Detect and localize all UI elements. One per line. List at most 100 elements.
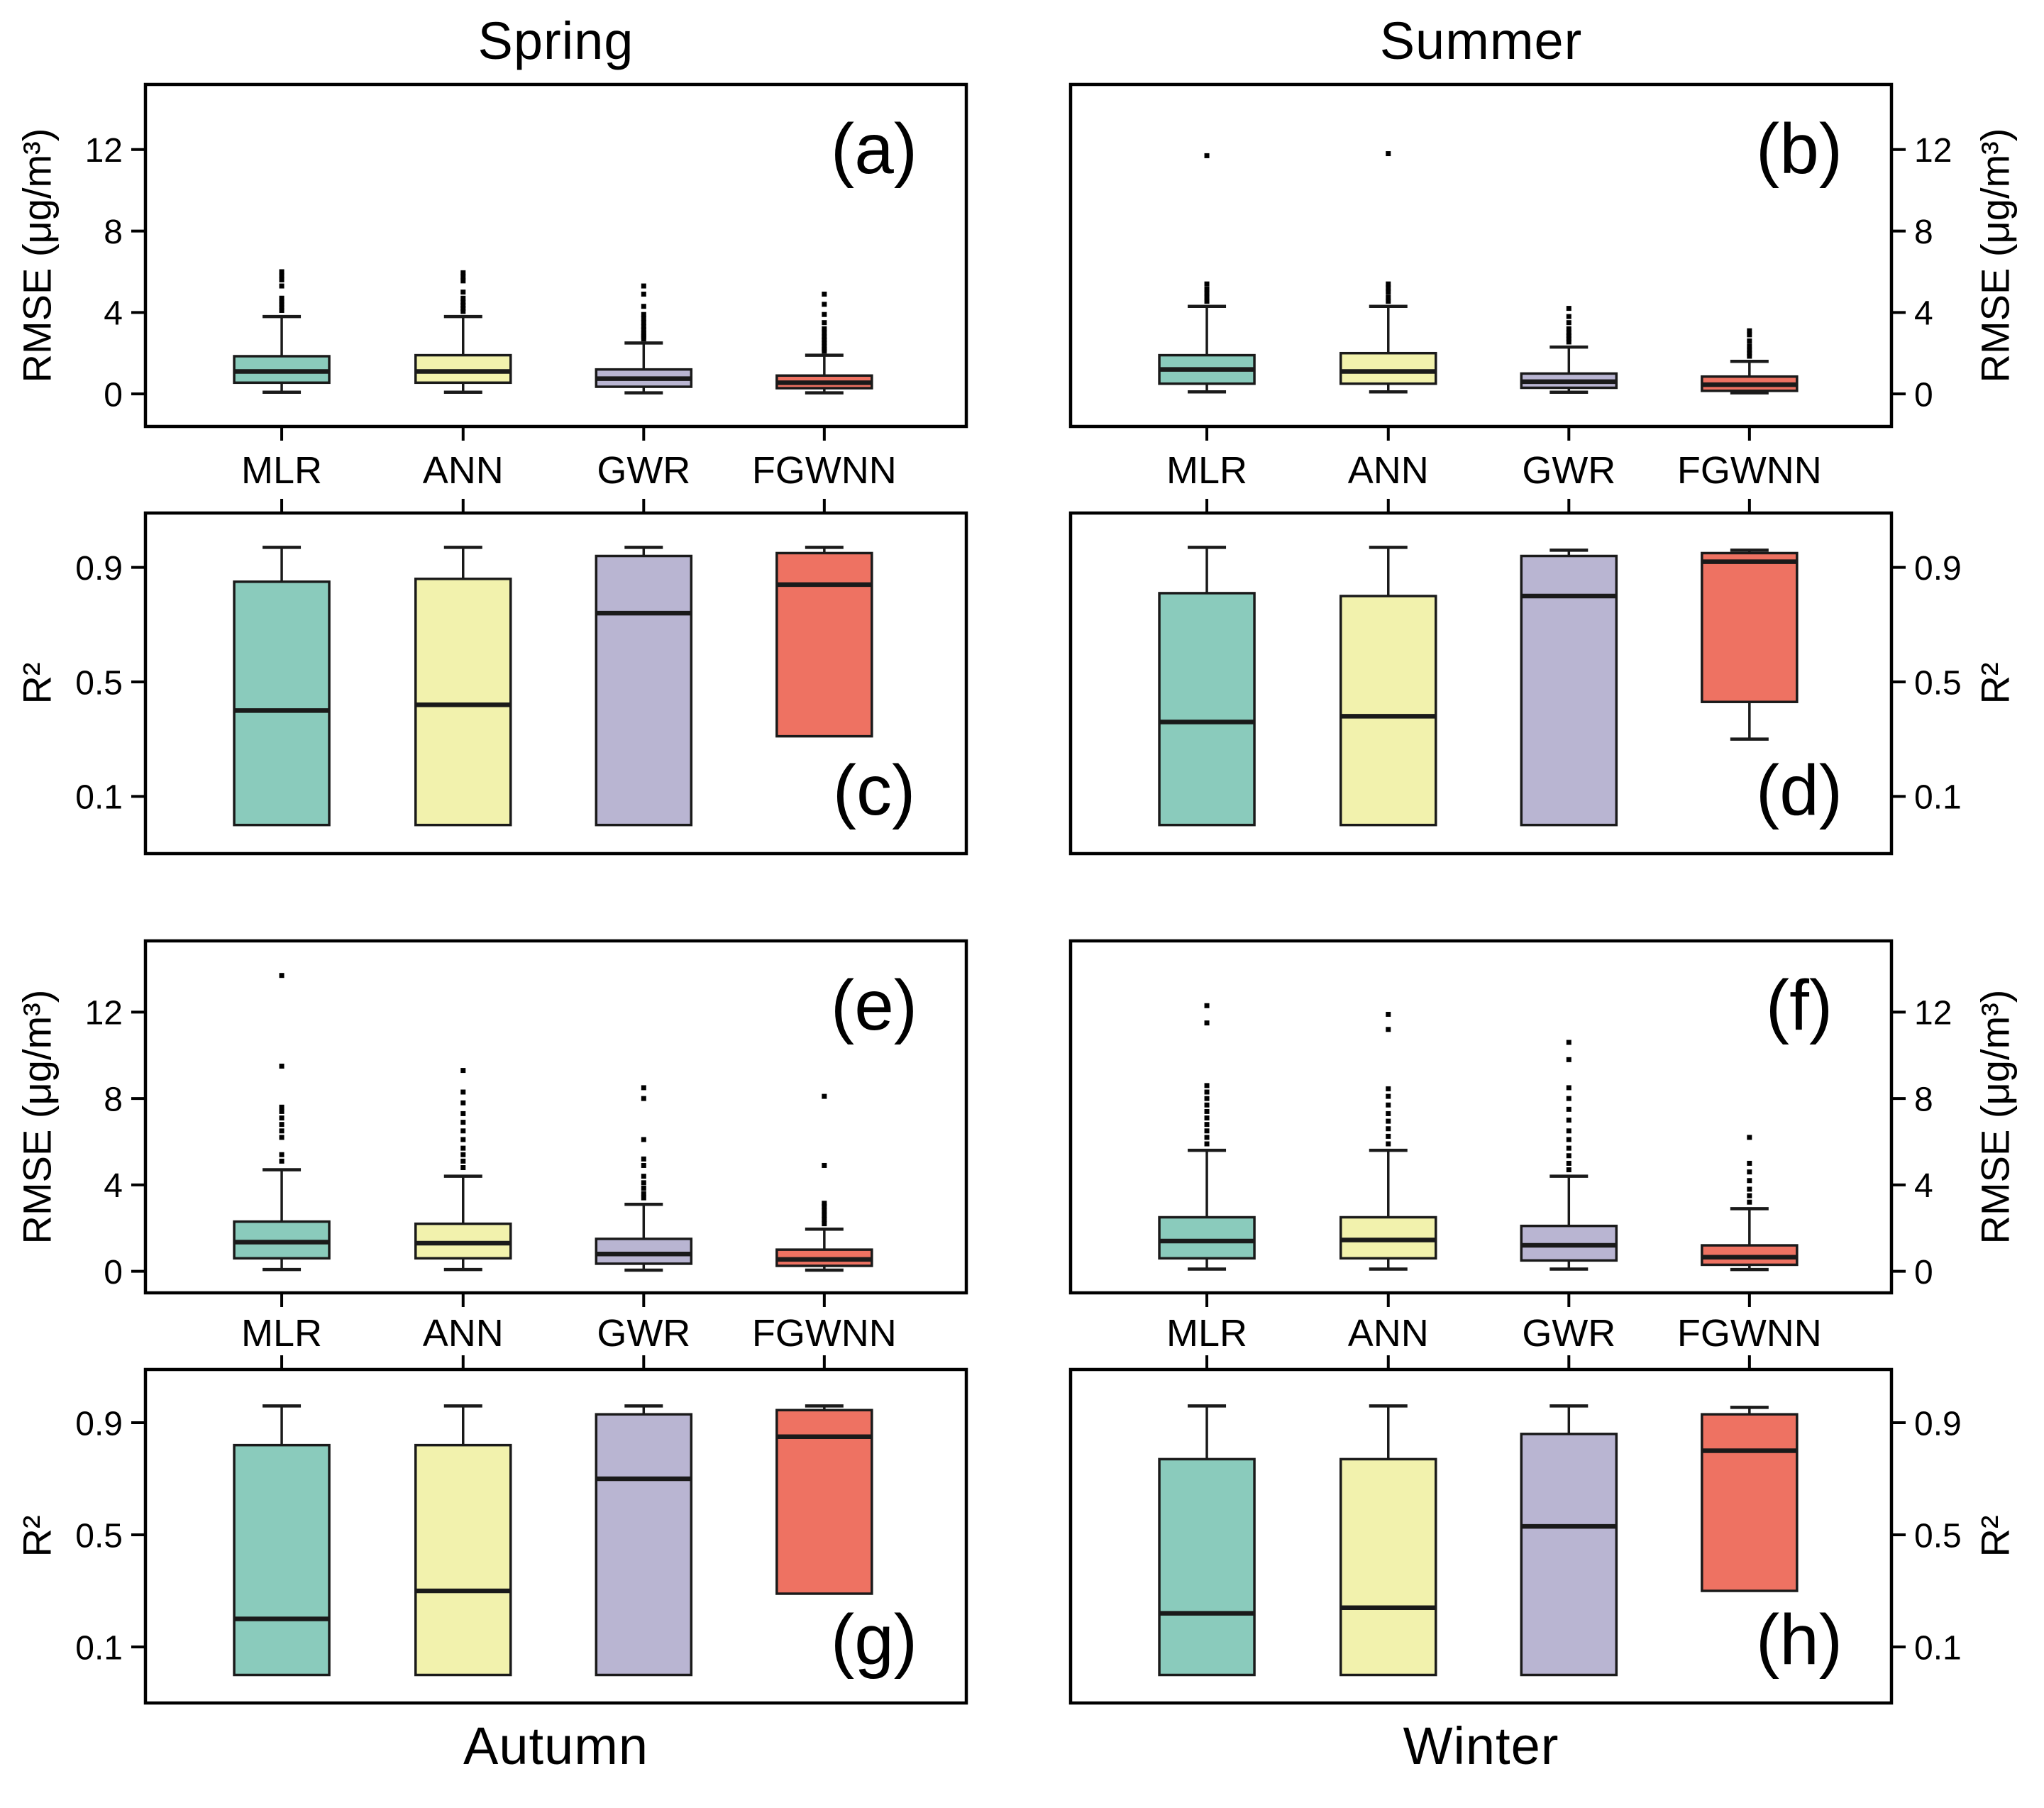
ytick-label-b-2: 8 — [1914, 214, 1933, 251]
outlier-a-FGWNN-6 — [822, 330, 827, 336]
outlier-a-FGWNN-9 — [822, 312, 827, 317]
outlier-f-MLR-8 — [1204, 1089, 1210, 1095]
box-g-GWR — [595, 1413, 693, 1677]
season-title-summer: Summer — [1379, 11, 1583, 70]
outlier-f-ANN-9 — [1386, 1011, 1391, 1017]
ytick-label-g-1: 0.5 — [75, 1517, 123, 1555]
outlier-a-GWR-10 — [641, 292, 646, 297]
outlier-f-ANN-0 — [1386, 1141, 1391, 1147]
outlier-f-GWR-11 — [1566, 1040, 1571, 1045]
panel-letter-g: (g) — [831, 1600, 917, 1680]
outlier-b-GWR-0 — [1566, 339, 1571, 345]
outlier-b-FGWNN-6 — [1747, 328, 1752, 334]
panel-letter-f: (f) — [1766, 966, 1833, 1045]
outlier-b-FGWNN-4 — [1747, 338, 1752, 343]
outlier-e-FGWNN-0 — [822, 1221, 827, 1227]
outlier-f-ANN-7 — [1386, 1086, 1391, 1091]
outlier-e-MLR-3 — [279, 1128, 284, 1134]
box-g-MLR — [233, 1443, 331, 1677]
outlier-b-MLR-1 — [1204, 294, 1210, 300]
outlier-e-ANN-5 — [460, 1128, 466, 1134]
box-d-FGWNN — [1701, 551, 1799, 703]
outlier-e-MLR-9 — [279, 973, 284, 979]
box-g-ANN — [414, 1443, 512, 1677]
category-label-gwr-row3: GWR — [1522, 1312, 1616, 1355]
ytick-label-e-0: 0 — [104, 1254, 123, 1291]
outlier-f-ANN-6 — [1386, 1093, 1391, 1099]
outlier-e-GWR-7 — [641, 1137, 646, 1142]
outlier-b-FGWNN-0 — [1747, 353, 1752, 359]
box-h-ANN — [1339, 1457, 1437, 1677]
season-title-autumn: Autumn — [463, 1716, 649, 1775]
outlier-f-MLR-5 — [1204, 1108, 1210, 1114]
outlier-e-ANN-4 — [460, 1137, 466, 1142]
category-label-gwr-row0: GWR — [597, 449, 691, 492]
outlier-e-ANN-7 — [460, 1110, 466, 1116]
outlier-f-ANN-8 — [1386, 1027, 1391, 1032]
outlier-a-MLR-5 — [279, 283, 284, 289]
ytick-label-d-0: 0.1 — [1914, 779, 1962, 817]
outlier-f-MLR-3 — [1204, 1122, 1210, 1128]
outlier-a-GWR-9 — [641, 304, 646, 309]
outlier-a-MLR-3 — [279, 299, 284, 304]
outlier-e-GWR-3 — [641, 1180, 646, 1186]
outlier-a-FGWNN-8 — [822, 320, 827, 326]
outlier-e-ANN-3 — [460, 1145, 466, 1151]
outlier-f-ANN-5 — [1386, 1102, 1391, 1108]
outlier-a-GWR-4 — [641, 327, 646, 333]
outlier-f-MLR-11 — [1204, 1003, 1210, 1008]
outlier-a-ANN-8 — [460, 270, 466, 275]
outlier-e-GWR-0 — [641, 1195, 646, 1201]
box-d-GWR — [1520, 554, 1618, 827]
outlier-b-MLR-3 — [1204, 286, 1210, 292]
ytick-label-d-2: 0.9 — [1914, 550, 1962, 588]
ytick-label-c-0: 0.1 — [75, 779, 123, 817]
ytick-label-a-3: 12 — [85, 132, 123, 170]
outlier-f-MLR-2 — [1204, 1128, 1210, 1134]
outlier-a-ANN-5 — [460, 290, 466, 295]
ytick-label-h-2: 0.9 — [1914, 1405, 1962, 1443]
outlier-e-ANN-6 — [460, 1120, 466, 1125]
category-label-gwr-row1: GWR — [1522, 449, 1616, 492]
outlier-a-MLR-4 — [279, 295, 284, 301]
outlier-e-ANN-1 — [460, 1158, 466, 1164]
outlier-e-MLR-1 — [279, 1152, 284, 1157]
outlier-a-ANN-7 — [460, 274, 466, 280]
ytick-label-a-2: 8 — [104, 214, 123, 251]
outlier-f-FGWNN-0 — [1747, 1199, 1752, 1205]
panel-letter-c: (c) — [833, 751, 916, 830]
ytick-label-a-1: 4 — [104, 295, 123, 333]
outlier-e-ANN-8 — [460, 1100, 466, 1106]
category-label-ann-row3: ANN — [1347, 1312, 1429, 1355]
outlier-a-GWR-3 — [641, 330, 646, 336]
season-title-winter: Winter — [1403, 1716, 1559, 1775]
outlier-e-ANN-0 — [460, 1165, 466, 1171]
outlier-f-GWR-6 — [1566, 1118, 1571, 1123]
outlier-b-MLR-5 — [1204, 153, 1210, 158]
outlier-b-FGWNN-2 — [1747, 347, 1752, 353]
outlier-e-GWR-6 — [641, 1156, 646, 1162]
box-c-FGWNN — [775, 551, 873, 738]
outlier-a-MLR-7 — [279, 273, 284, 279]
outlier-e-FGWNN-7 — [822, 1093, 827, 1099]
ytick-label-c-2: 0.9 — [75, 550, 123, 588]
outlier-e-MLR-8 — [279, 1063, 284, 1069]
outlier-f-FGWNN-6 — [1747, 1135, 1752, 1140]
category-label-ann-row1: ANN — [1347, 449, 1429, 492]
outlier-a-ANN-0 — [460, 309, 466, 314]
category-label-mlr-row3: MLR — [1166, 1312, 1248, 1355]
outlier-f-FGWNN-4 — [1747, 1169, 1752, 1175]
ytick-label-f-1: 4 — [1914, 1167, 1933, 1205]
outlier-e-FGWNN-1 — [822, 1217, 827, 1223]
outlier-f-GWR-9 — [1566, 1085, 1571, 1091]
outlier-a-ANN-4 — [460, 295, 466, 301]
outlier-f-GWR-10 — [1566, 1057, 1571, 1062]
outlier-b-ANN-4 — [1386, 281, 1391, 287]
box-h-MLR — [1158, 1457, 1256, 1677]
outlier-b-GWR-1 — [1566, 336, 1571, 342]
outlier-b-FGWNN-3 — [1747, 343, 1752, 349]
